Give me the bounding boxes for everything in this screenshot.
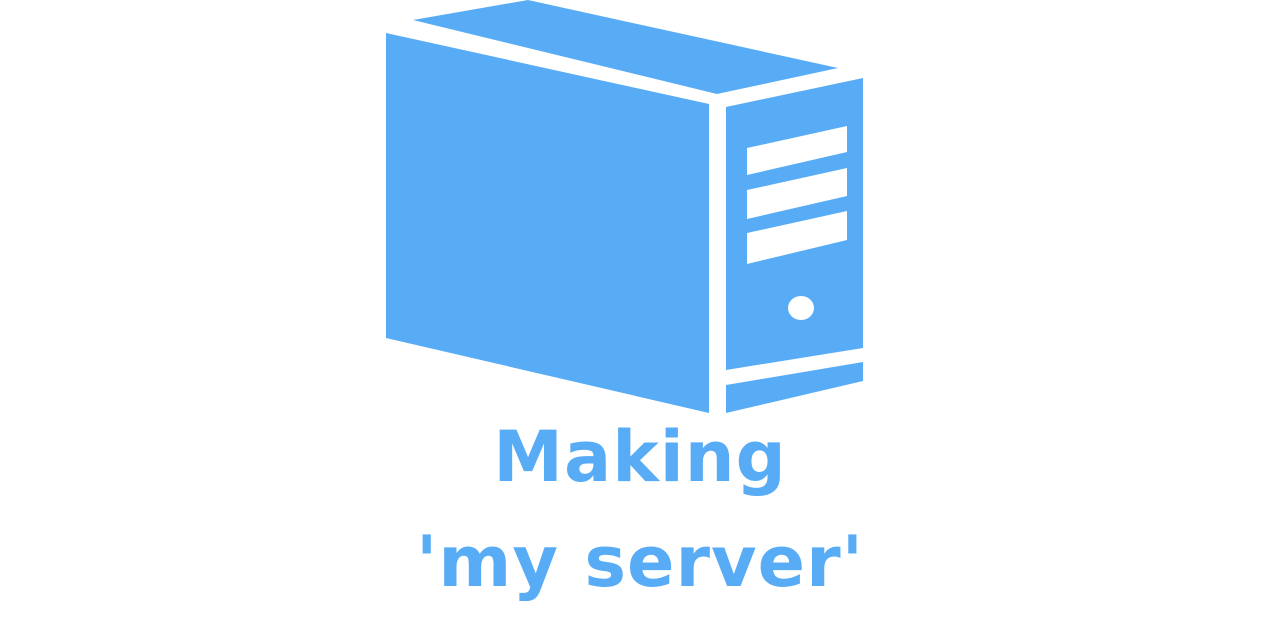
drive-bay-3	[747, 211, 847, 264]
drive-bay-2	[747, 168, 847, 219]
title-line-1: Making	[493, 416, 787, 498]
server-base-strip	[726, 362, 863, 413]
drive-bay-1	[747, 126, 847, 175]
title-line-2: 'my server'	[415, 521, 865, 603]
server-side-panel	[386, 33, 709, 413]
server-top-face	[413, 0, 838, 94]
power-button	[788, 296, 814, 320]
